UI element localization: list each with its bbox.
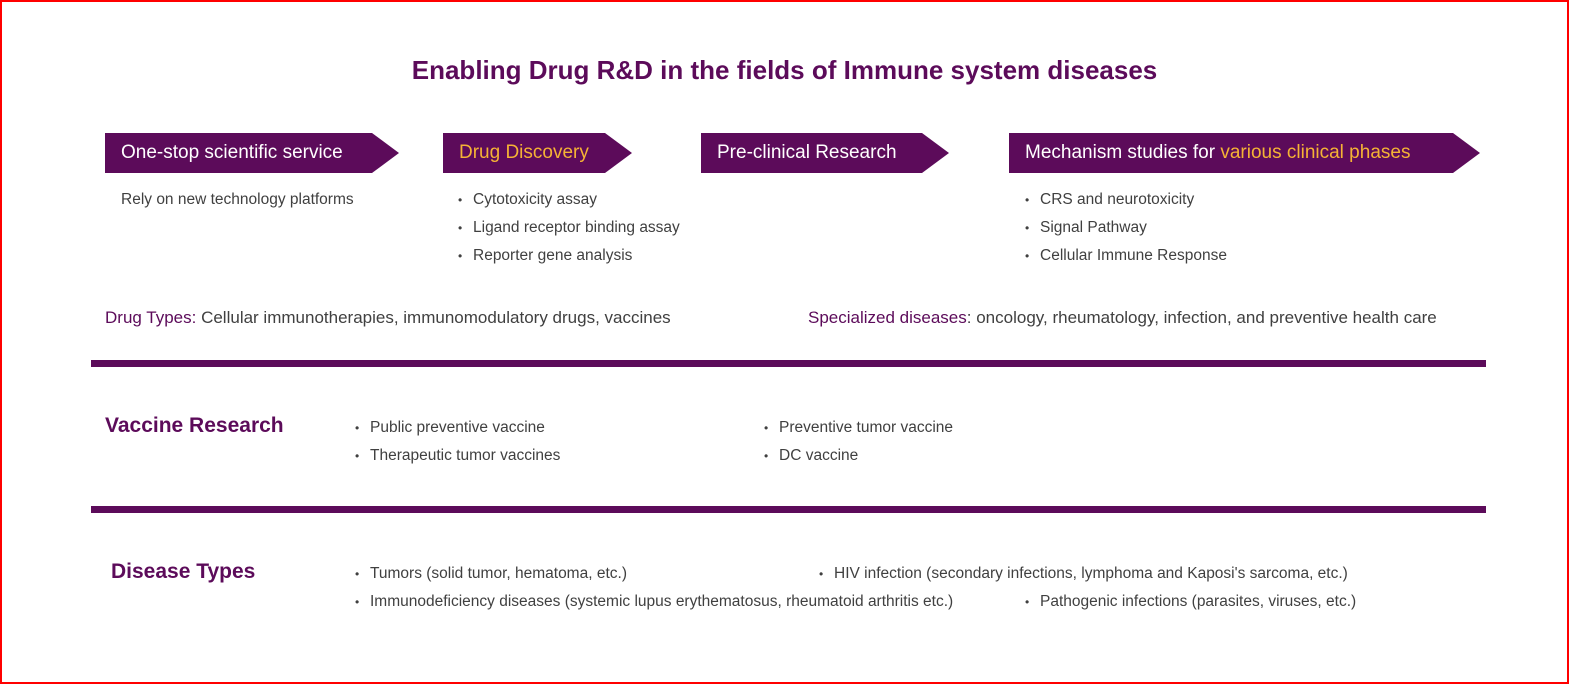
disease-types-heading: Disease Types	[111, 560, 256, 583]
stage-label: Pre-clinical Research	[717, 142, 897, 163]
stage-pre-clinical: Pre-clinical Research	[701, 133, 949, 173]
stage-accent-label: various clinical phases	[1220, 142, 1411, 163]
vaccine-research-heading: Vaccine Research	[105, 414, 284, 437]
list-item: Reporter gene analysis	[458, 242, 680, 270]
specialized-value: oncology, rheumatology, infection, and p…	[976, 308, 1437, 327]
section-divider	[91, 506, 1486, 513]
specialized-label: Specialized diseases	[808, 308, 967, 327]
list-item: Cellular Immune Response	[1025, 242, 1227, 270]
specialized-sep: :	[966, 308, 977, 327]
drug-types-sep: :	[191, 308, 202, 327]
drug-types-line: Drug Types: Cellular immunotherapies, im…	[105, 308, 671, 328]
stage-label: Mechanism studies for	[1025, 142, 1221, 163]
specialized-diseases-line: Specialized diseases: oncology, rheumato…	[808, 308, 1437, 328]
drug-types-value: Cellular immunotherapies, immunomodulato…	[201, 308, 671, 327]
stage-accent-label: Drug Discovery	[459, 142, 589, 163]
stage-one-stop-service: One-stop scientific service	[105, 133, 399, 173]
page-title: Enabling Drug R&D in the fields of Immun…	[411, 55, 1158, 85]
list-item: Ligand receptor binding assay	[458, 214, 680, 242]
list-item: Therapeutic tumor vaccines	[355, 442, 560, 470]
service-description: Rely on new technology platforms	[121, 191, 354, 208]
list-item: CRS and neurotoxicity	[1025, 186, 1227, 214]
list-item: Immunodeficiency diseases (systemic lupu…	[355, 588, 953, 616]
discovery-list: Cytotoxicity assay Ligand receptor bindi…	[458, 186, 680, 270]
drug-types-label: Drug Types	[105, 308, 192, 327]
list-item: HIV infection (secondary infections, lym…	[819, 560, 1348, 588]
list-item: Tumors (solid tumor, hematoma, etc.)	[355, 560, 627, 588]
section-divider	[91, 360, 1486, 367]
vaccine-list-col1: Public preventive vaccine Therapeutic tu…	[355, 414, 560, 470]
stage-mechanism-studies: Mechanism studies for various clinical p…	[1009, 133, 1480, 173]
list-item: Public preventive vaccine	[355, 414, 560, 442]
list-item: Pathogenic infections (parasites, viruse…	[1025, 588, 1356, 616]
stage-label: One-stop scientific service	[121, 142, 343, 163]
stage-drug-discovery: Drug Discovery	[443, 133, 632, 173]
list-item: Cytotoxicity assay	[458, 186, 680, 214]
list-item: Preventive tumor vaccine	[764, 414, 953, 442]
list-item: DC vaccine	[764, 442, 953, 470]
mechanism-list: CRS and neurotoxicity Signal Pathway Cel…	[1025, 186, 1227, 270]
vaccine-list-col2: Preventive tumor vaccine DC vaccine	[764, 414, 953, 470]
list-item: Signal Pathway	[1025, 214, 1227, 242]
